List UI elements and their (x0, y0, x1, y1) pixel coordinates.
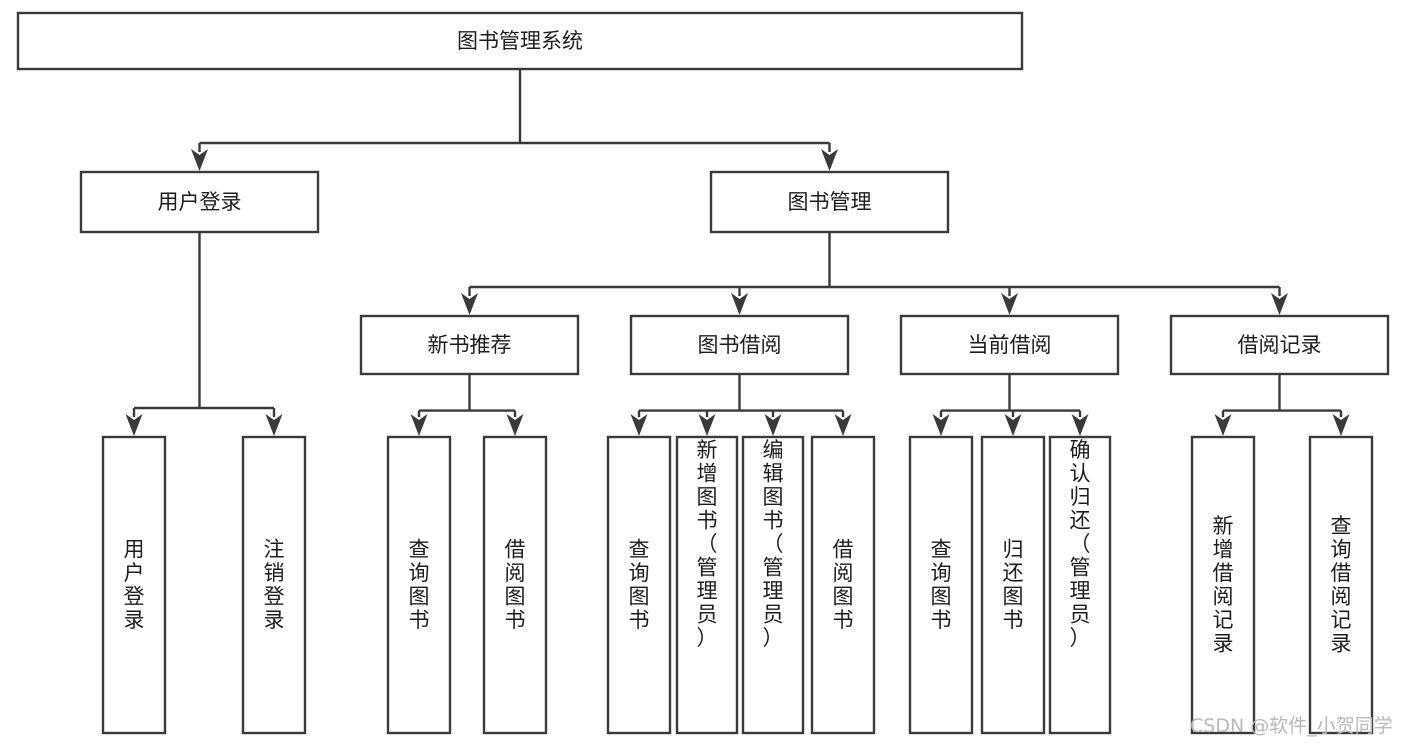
arrow-head-icon (506, 414, 524, 436)
node-current-borrow[interactable]: 当前借阅 (899, 314, 1120, 376)
arrow-head-icon (731, 293, 748, 315)
node-user-login[interactable]: 用户登录 (79, 170, 320, 234)
arrow-head-icon (1271, 293, 1288, 315)
node-leaf-borrow-book-new[interactable]: 借阅图书 (482, 435, 548, 735)
node-label: 用户登录 (124, 537, 145, 632)
arrow-head-icon (1004, 414, 1022, 436)
arrow-head-icon (698, 414, 716, 436)
nodes-layer: 图书管理系统用户登录图书管理新书推荐图书借阅当前借阅借阅记录用户登录注销登录查询… (16, 11, 1390, 735)
node-label: 查询图书 (931, 537, 952, 632)
node-label: 借阅图书 (833, 537, 854, 632)
node-box (79, 170, 320, 234)
node-label: 注销登录 (264, 537, 285, 632)
arrow-head-icon (1001, 293, 1018, 315)
node-box (899, 314, 1120, 376)
node-leaf-add-book-admin[interactable]: 新增图书（管理员） (675, 435, 739, 735)
edges-layer (125, 69, 1350, 436)
arrow-head-icon (1332, 414, 1350, 436)
node-box (606, 435, 672, 735)
node-borrow-record[interactable]: 借阅记录 (1169, 314, 1390, 376)
node-leaf-query-book-current[interactable]: 查询图书 (908, 435, 974, 735)
arrow-head-icon (1071, 414, 1089, 436)
node-leaf-query-book-new[interactable]: 查询图书 (386, 435, 452, 735)
node-label: 图书管理 (788, 190, 872, 214)
arrow-head-icon (834, 414, 852, 436)
watermark-label: CSDN @软件_小贺同学 (1190, 715, 1393, 737)
node-leaf-query-book-borrow[interactable]: 查询图书 (606, 435, 672, 735)
node-label: 归还图书 (1003, 537, 1024, 632)
node-box (741, 435, 805, 735)
node-box (386, 435, 452, 735)
node-label: 新书推荐 (428, 333, 512, 357)
node-leaf-borrow-book-borrow[interactable]: 借阅图书 (810, 435, 876, 735)
node-box (810, 435, 876, 735)
arrow-head-icon (764, 414, 782, 436)
node-box (359, 314, 580, 376)
node-box (908, 435, 974, 735)
node-leaf-user-login[interactable]: 用户登录 (101, 435, 167, 735)
node-label: 查询图书 (409, 537, 430, 632)
node-label: 确认归还（管理员） (1070, 438, 1091, 650)
node-box (1169, 314, 1390, 376)
node-box (101, 435, 167, 735)
node-box (980, 435, 1046, 735)
node-leaf-confirm-return-admin[interactable]: 确认归还（管理员） (1048, 435, 1112, 735)
node-book-borrow[interactable]: 图书借阅 (629, 314, 850, 376)
node-label: 借阅记录 (1238, 333, 1322, 357)
node-new-book-recommend[interactable]: 新书推荐 (359, 314, 580, 376)
arrow-head-icon (821, 149, 838, 171)
node-label: 借阅图书 (505, 537, 526, 632)
node-label: 查询借阅记录 (1331, 514, 1352, 656)
node-box (16, 11, 1024, 71)
node-book-manage[interactable]: 图书管理 (709, 170, 950, 234)
arrow-head-icon (125, 414, 143, 436)
node-box (629, 314, 850, 376)
node-box (241, 435, 307, 735)
arrow-head-icon (932, 414, 950, 436)
node-box (709, 170, 950, 234)
node-label: 新增图书（管理员） (697, 438, 718, 650)
node-box (1048, 435, 1112, 735)
node-leaf-add-borrow-record[interactable]: 新增借阅记录 (1190, 435, 1256, 735)
arrow-head-icon (265, 414, 283, 436)
node-leaf-return-book[interactable]: 归还图书 (980, 435, 1046, 735)
node-leaf-query-borrow-record[interactable]: 查询借阅记录 (1308, 435, 1374, 735)
node-box (482, 435, 548, 735)
node-label: 用户登录 (158, 190, 242, 214)
arrow-head-icon (410, 414, 428, 436)
node-label: 编辑图书（管理员） (763, 438, 784, 650)
arrow-head-icon (630, 414, 648, 436)
node-label: 新增借阅记录 (1213, 514, 1234, 656)
node-root[interactable]: 图书管理系统 (16, 11, 1024, 71)
node-label: 图书管理系统 (457, 29, 583, 53)
node-label: 当前借阅 (968, 333, 1052, 357)
node-box (675, 435, 739, 735)
node-box (1308, 435, 1374, 735)
node-leaf-logout[interactable]: 注销登录 (241, 435, 307, 735)
arrow-head-icon (461, 293, 478, 315)
node-box (1190, 435, 1256, 735)
arrow-head-icon (191, 149, 208, 171)
node-leaf-edit-book-admin[interactable]: 编辑图书（管理员） (741, 435, 805, 735)
node-label: 查询图书 (629, 537, 650, 632)
node-label: 图书借阅 (698, 333, 782, 357)
arrow-head-icon (1214, 414, 1232, 436)
